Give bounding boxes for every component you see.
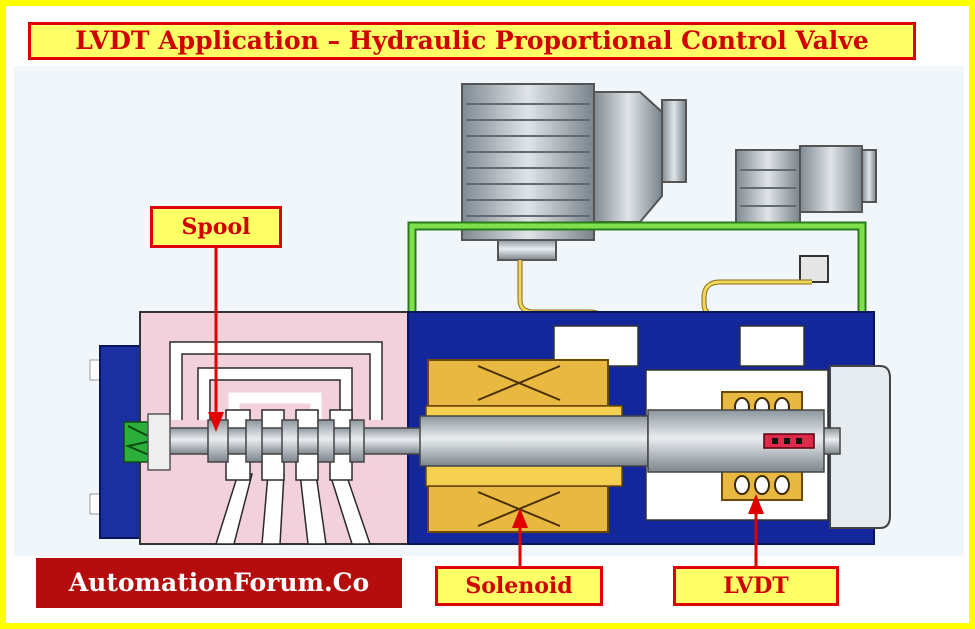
lvdt-label: LVDT xyxy=(673,566,839,606)
spool-arrow xyxy=(208,248,224,432)
solenoid-connector xyxy=(461,83,687,261)
terminal-block xyxy=(799,255,829,283)
oil-channels xyxy=(170,342,382,420)
valve-ports xyxy=(214,473,372,545)
solenoid-label: Solenoid xyxy=(435,566,603,606)
lvdt-coil xyxy=(721,391,803,501)
page-title: LVDT Application – Hydraulic Proportiona… xyxy=(28,22,916,60)
lvdt-connector xyxy=(735,145,877,227)
spool-lands xyxy=(207,419,365,463)
lvdt-arrow xyxy=(748,494,764,566)
spring-seat xyxy=(147,413,171,471)
wire-cover xyxy=(409,223,865,318)
spool-label: Spool xyxy=(150,206,282,248)
brand-logo: AutomationForum.Co xyxy=(36,558,402,608)
armature xyxy=(419,415,649,467)
right-end-cap xyxy=(829,365,891,529)
solenoid-arrow xyxy=(512,508,528,566)
